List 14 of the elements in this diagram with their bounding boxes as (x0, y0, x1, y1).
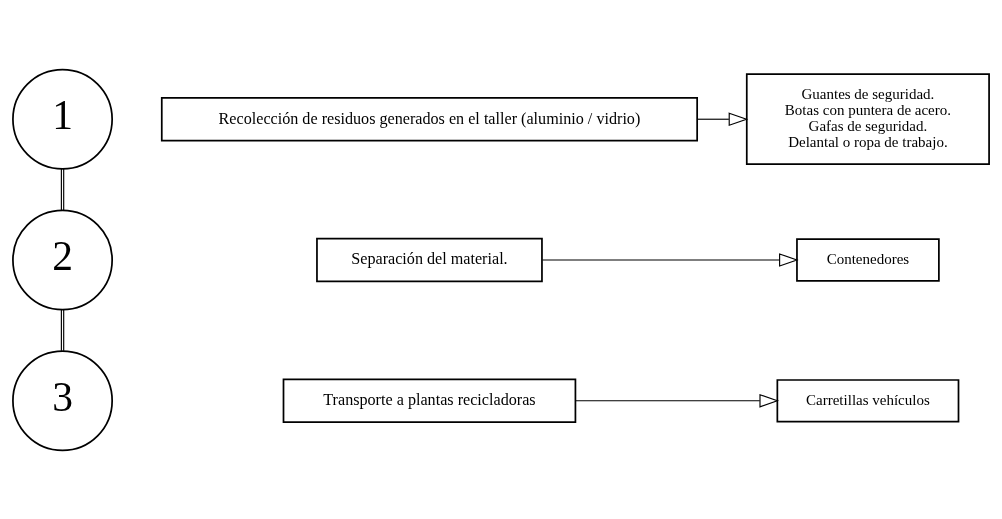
connector (60, 308, 65, 351)
node-box: Transporte a plantas recicladoras (282, 378, 577, 423)
node-circle: 2 (12, 209, 113, 310)
node-circle: 1 (12, 68, 113, 170)
node-circle: 3 (12, 349, 113, 451)
node-box: Guantes de seguridad. Botas con puntera de acero. Gafas de seguridad. Delantal o ropa de trabajo. (745, 72, 990, 165)
node-box: Carretillas vehículos (776, 378, 960, 422)
arrow (541, 252, 799, 267)
arrow (696, 111, 749, 126)
arrow (574, 393, 780, 408)
node-box: Separación del material. (316, 237, 543, 282)
connector (60, 167, 65, 211)
node-box: Recolección de residuos generados en el taller (aluminio / vidrio) (160, 96, 698, 141)
node-box: Contenedores (796, 237, 940, 282)
